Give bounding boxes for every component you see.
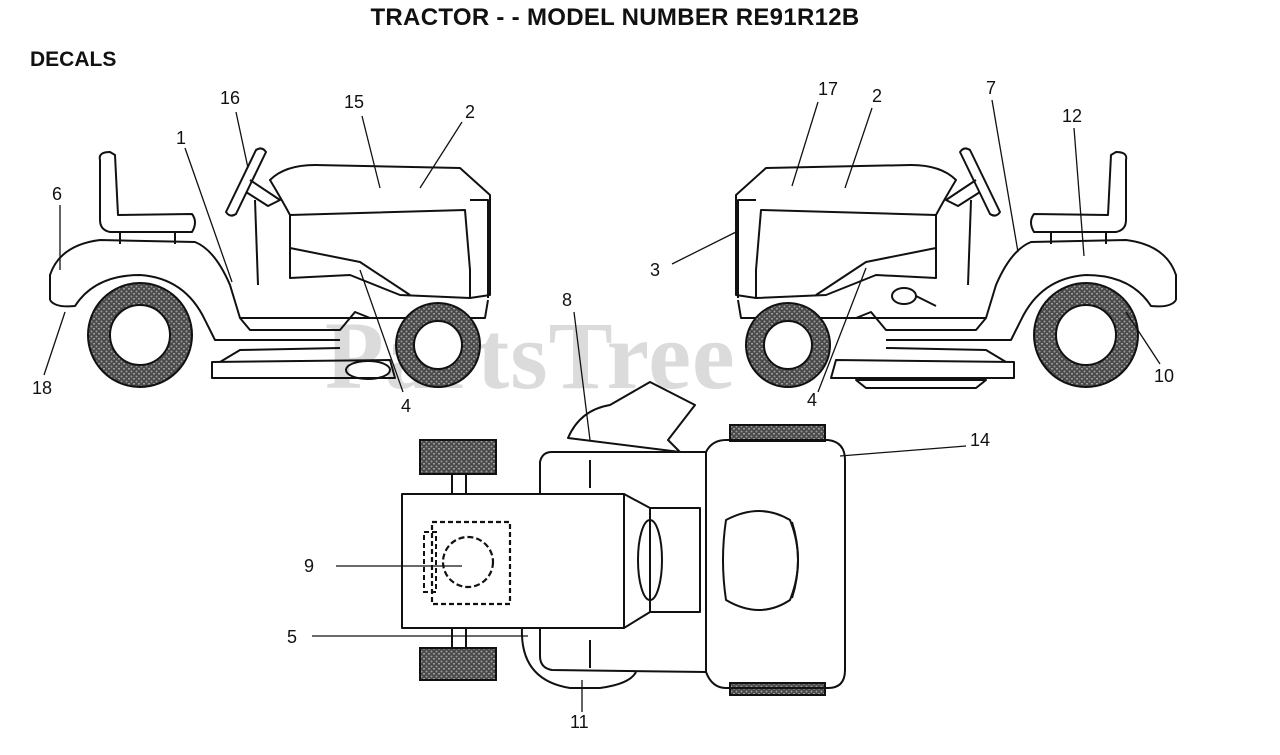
body-top xyxy=(539,439,846,689)
hood xyxy=(269,164,491,299)
callout-2: 2 xyxy=(465,102,475,122)
seat xyxy=(98,151,196,233)
callout-11: 11 xyxy=(570,712,589,732)
callout-6: 6 xyxy=(52,184,62,204)
hood-decal-circle xyxy=(441,535,495,589)
callout-9: 9 xyxy=(304,556,314,576)
callout-5: 5 xyxy=(287,627,297,647)
right-side-view: 17 2 7 12 3 4 10 xyxy=(650,78,1177,410)
callout-14: 14 xyxy=(970,430,990,450)
callout-18: 18 xyxy=(32,378,52,398)
callout-12: 12 xyxy=(1062,106,1082,126)
steering-wheel xyxy=(225,147,267,217)
callout-10: 10 xyxy=(1154,366,1174,386)
rear-fender-lower xyxy=(49,274,340,341)
callout-7: 7 xyxy=(986,78,996,98)
deck-chute xyxy=(520,627,637,689)
section-label: DECALS xyxy=(30,48,117,71)
steering-top xyxy=(567,381,696,453)
callout-15: 15 xyxy=(344,92,364,112)
left-side-view: 16 15 2 1 6 18 4 xyxy=(32,88,491,416)
front-tire-top xyxy=(419,439,497,475)
top-view: 8 14 9 5 11 xyxy=(287,290,990,732)
callout-3: 3 xyxy=(650,260,660,280)
callout-16: 16 xyxy=(220,88,240,108)
diagram-title: TRACTOR - - MODEL NUMBER RE91R12B xyxy=(370,4,860,31)
rear-fender-top xyxy=(722,510,799,611)
hood-top xyxy=(401,493,625,629)
rear-tire-top xyxy=(729,424,826,442)
callout-4-right: 4 xyxy=(807,390,817,410)
callout-4: 4 xyxy=(401,396,411,416)
rear-fender xyxy=(49,239,489,319)
callout-1: 1 xyxy=(176,128,186,148)
callout-17: 17 xyxy=(818,79,838,99)
mower-deck xyxy=(211,359,396,379)
callout-2-right: 2 xyxy=(872,86,882,106)
callout-8: 8 xyxy=(562,290,572,310)
